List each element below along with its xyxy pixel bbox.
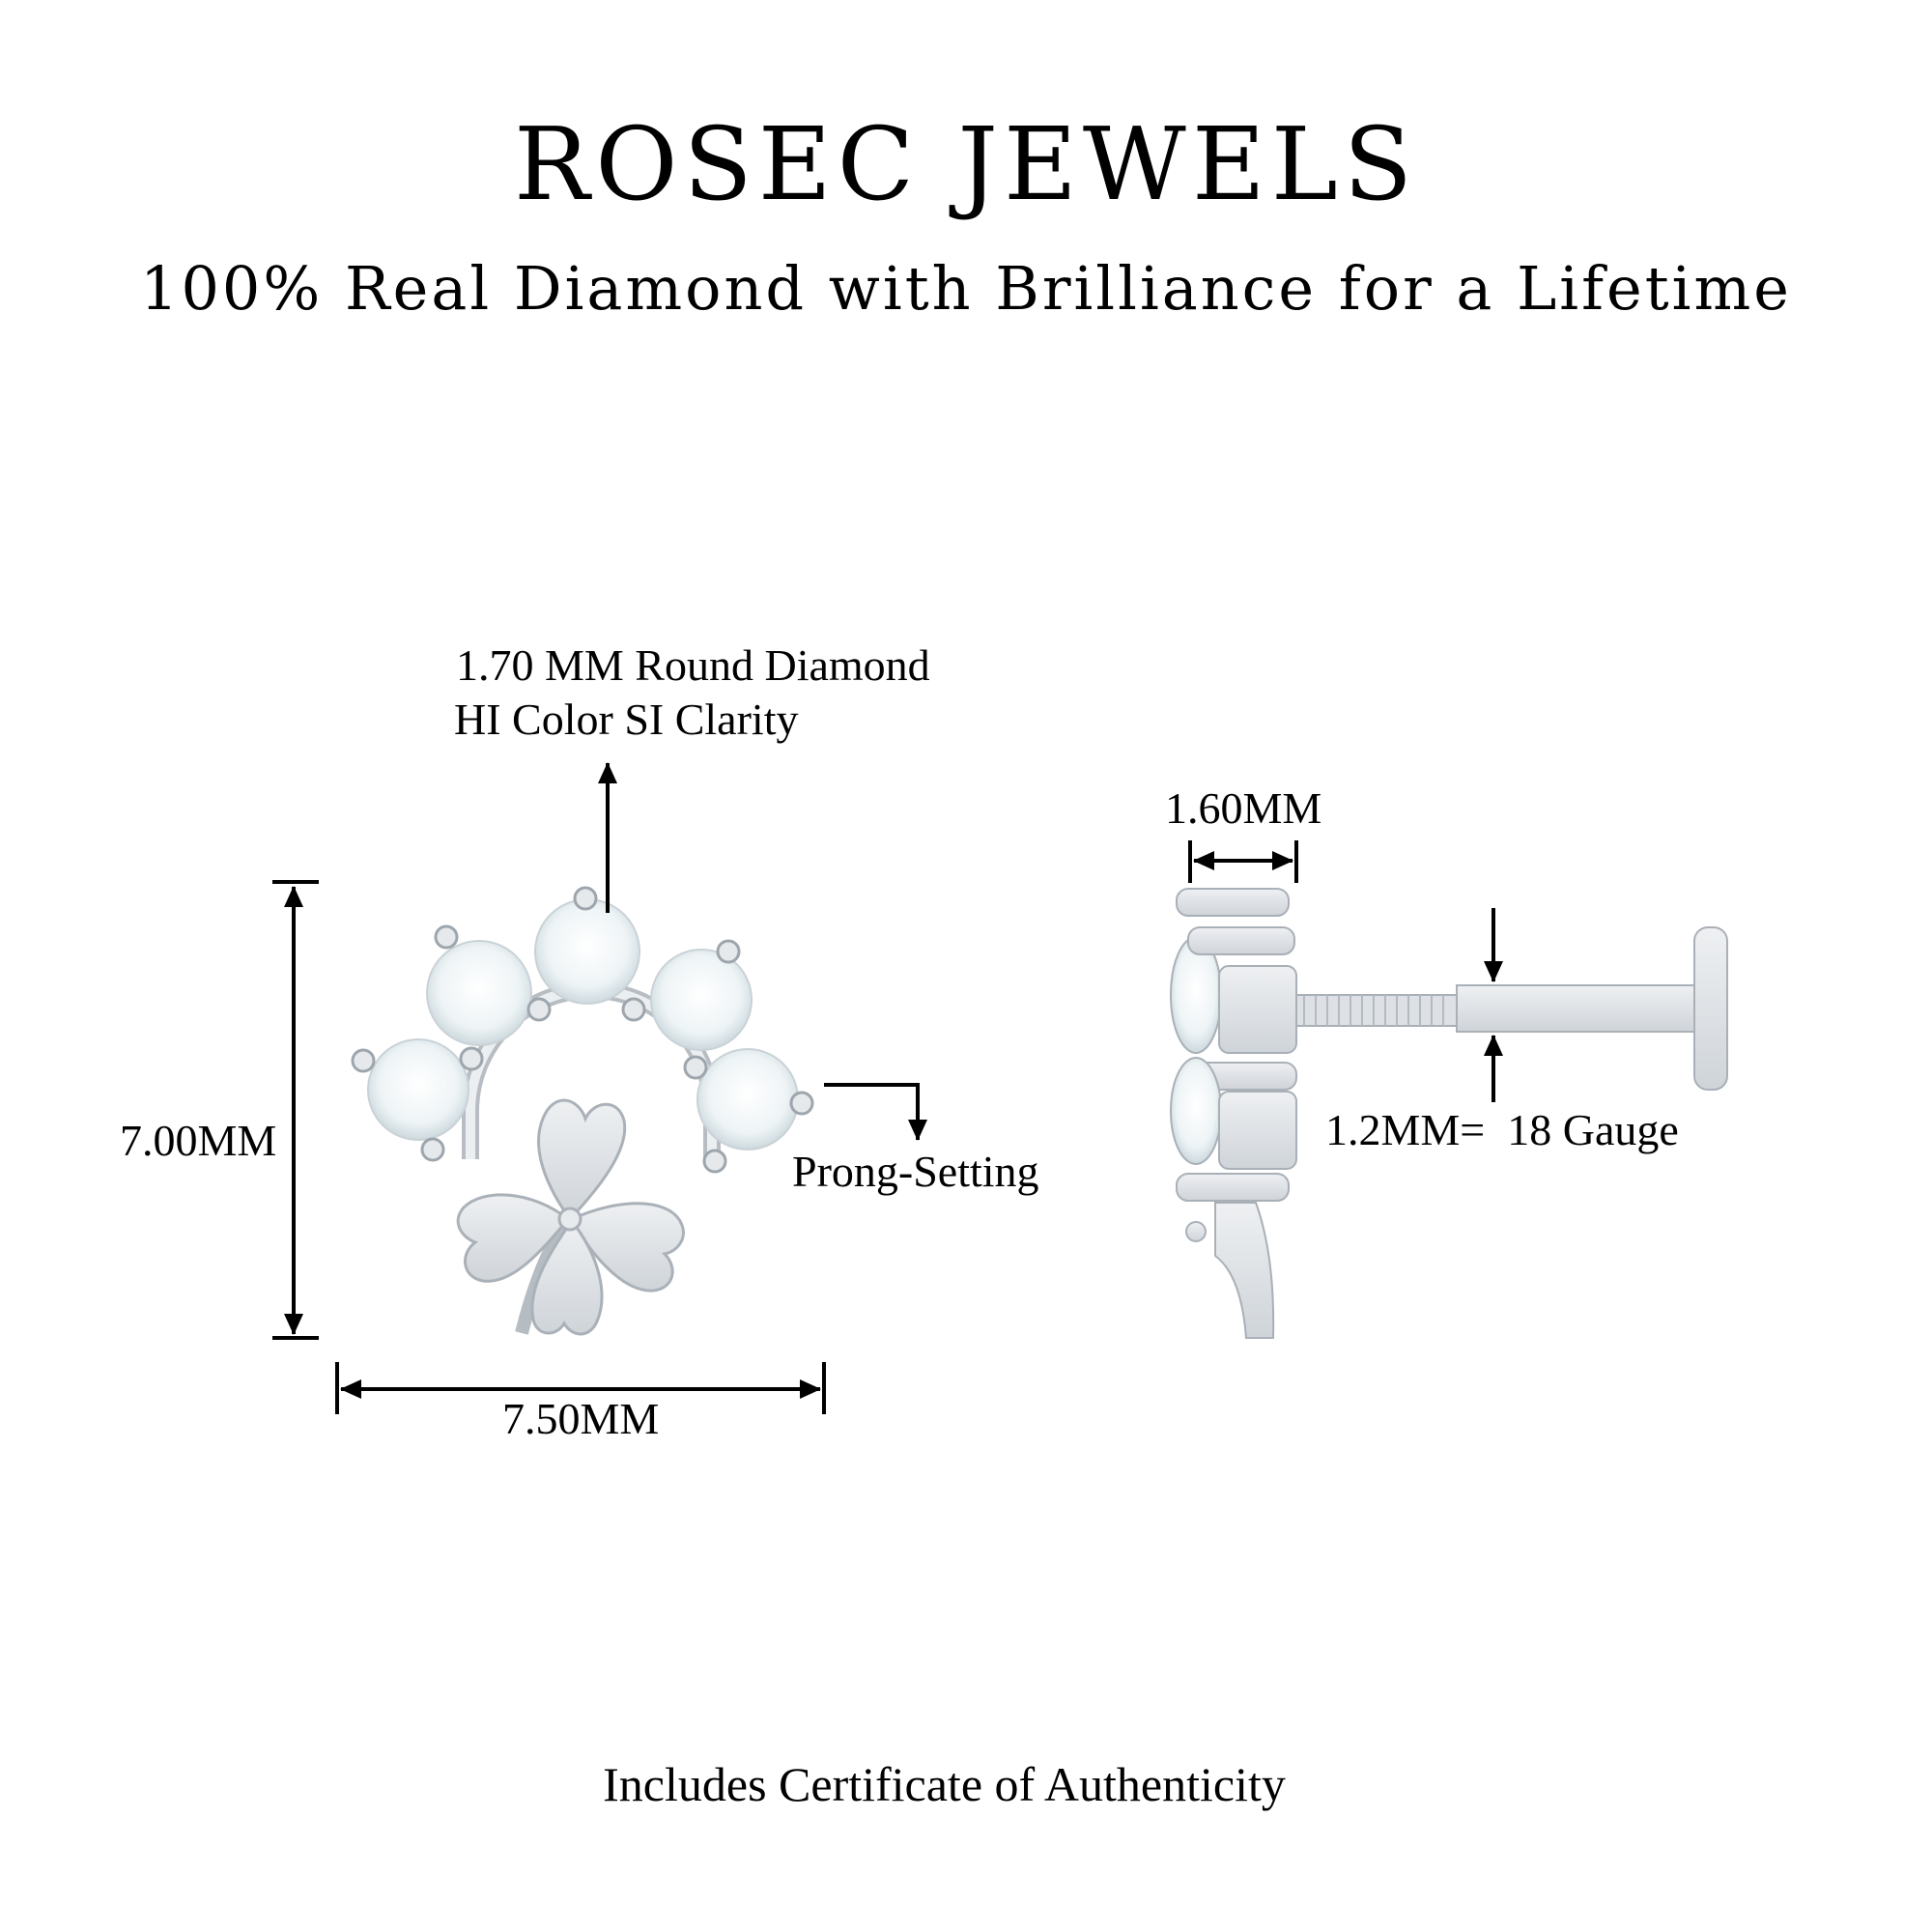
post	[1456, 984, 1699, 1033]
flat-back-disc	[1693, 926, 1728, 1091]
prong-setting-label: Prong-Setting	[792, 1147, 1039, 1196]
diamond-spec-line2: HI Color SI Clarity	[454, 695, 799, 744]
diamond-spec-line1: 1.70 MM Round Diamond	[456, 640, 930, 690]
side-earring	[1170, 888, 1728, 1339]
threaded-screw	[1293, 994, 1460, 1027]
gauge-label: 1.2MM= 18 Gauge	[1325, 1105, 1679, 1154]
width-label: 7.50MM	[502, 1394, 660, 1443]
prongs	[351, 886, 814, 1174]
diamond-stones	[367, 898, 799, 1151]
width-dimension	[335, 1362, 826, 1414]
height-label: 7.00MM	[120, 1116, 277, 1165]
depth-dimension	[1188, 840, 1298, 883]
brand-title: ROSEC JEWELS	[513, 105, 1419, 223]
certificate-note: Includes Certificate of Authenticity	[603, 1757, 1286, 1811]
height-dimension	[272, 880, 319, 1340]
front-earring	[351, 886, 814, 1336]
tagline: 100% Real Diamond with Brilliance for a …	[140, 253, 1792, 324]
clover	[456, 1098, 685, 1336]
prong-callout-arrow	[824, 1083, 927, 1141]
depth-label: 1.60MM	[1165, 783, 1322, 833]
